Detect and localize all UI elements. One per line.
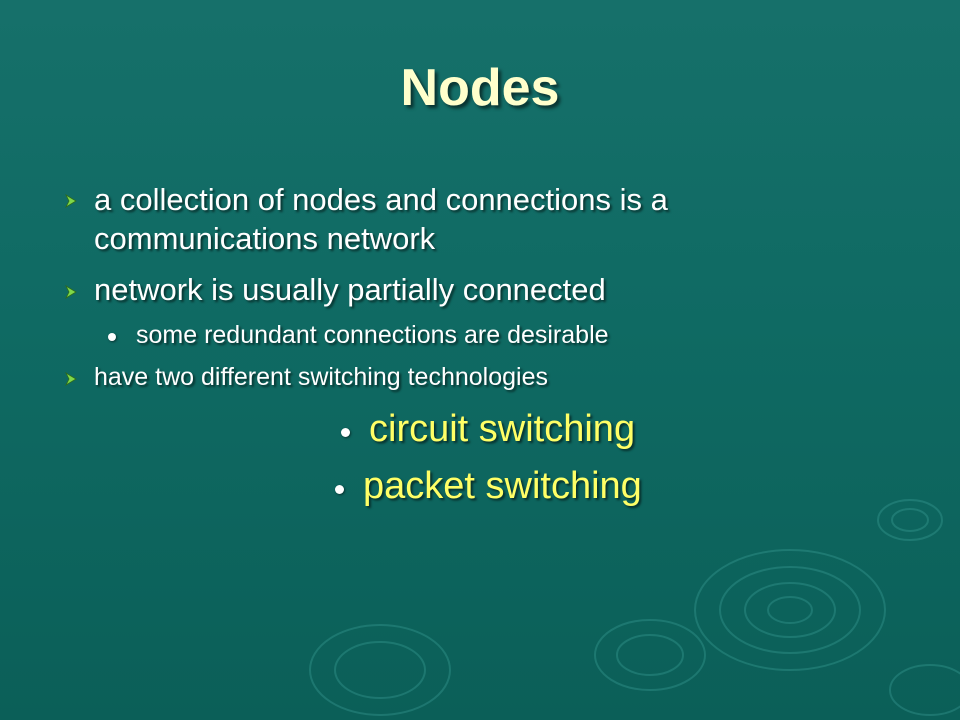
bullet-text-line2: communications network xyxy=(94,221,436,256)
round-dot-bullet-icon xyxy=(335,485,344,494)
subbullet-text: circuit switching xyxy=(369,408,636,450)
slide-title: Nodes xyxy=(400,59,560,117)
subbullet-text: some redundant connections are desirable xyxy=(136,321,609,349)
bullet-text: network is usually partially connected xyxy=(94,272,606,307)
arrow-right-bullet-icon xyxy=(65,372,77,386)
subbullet-text: packet switching xyxy=(363,465,642,507)
bullet-text: have two different switching technologie… xyxy=(94,363,548,391)
arrow-right-bullet-icon xyxy=(65,194,77,208)
arrow-right-bullet-icon xyxy=(65,285,77,299)
round-dot-bullet-icon xyxy=(108,333,116,341)
bullet-text-line1: a collection of nodes and connections is… xyxy=(94,182,668,217)
round-dot-bullet-icon xyxy=(341,428,350,437)
